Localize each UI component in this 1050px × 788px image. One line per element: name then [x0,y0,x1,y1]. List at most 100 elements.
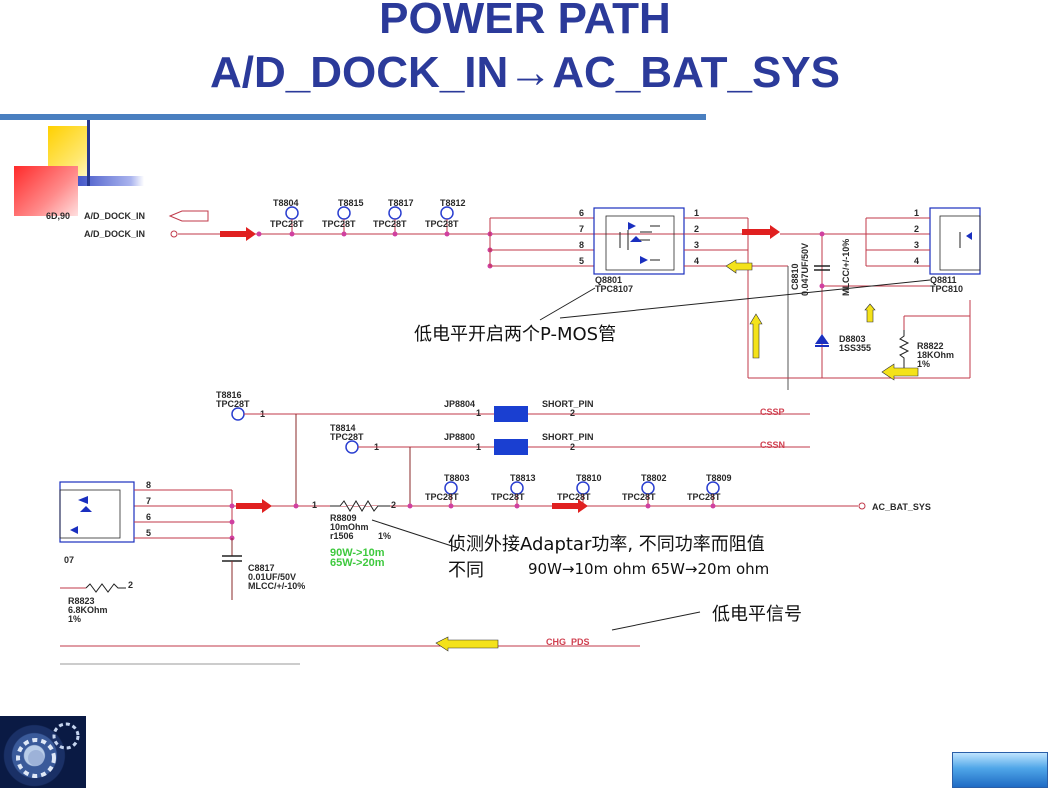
svg-text:T8803: T8803 [444,473,470,483]
arrow-red-dock-in [220,227,256,241]
green-note-90w: 90W->10m [330,547,385,559]
svg-text:TPC28T: TPC28T [373,219,407,229]
c8810-tol: MLCC/+/-10% [841,239,851,296]
svg-text:2: 2 [128,580,133,590]
jp8800-ref: JP8800 [444,432,475,442]
q8811-ref: Q8811 [930,275,957,285]
jp8804-ref: JP8804 [444,399,475,409]
svg-text:T8812: T8812 [440,198,466,208]
c8817-value: 0.01UF/50V [248,572,296,582]
t8816-pad [231,407,245,421]
arrow-red-mid [742,225,780,239]
r8823-ref: R8823 [68,596,95,606]
svg-text:T8817: T8817 [388,198,414,208]
svg-text:1: 1 [476,442,481,452]
net-label-ac-bat-sys: AC_BAT_SYS [872,502,931,512]
testpoint-t8813: T8813 TPC28T [491,473,536,506]
net-label-chg-pds: CHG_PDS [546,637,590,647]
diode-d8803 [815,334,829,347]
svg-text:T8804: T8804 [273,198,299,208]
c8817-tol: MLCC/+/-10% [248,581,305,591]
svg-text:1: 1 [914,208,919,218]
q8801-ref: Q8801 [595,275,622,285]
jp8800-part: SHORT_PIN [542,432,594,442]
arrow-red-bottom-1 [236,499,272,513]
t8814-pad [345,440,359,454]
net-label-cssn: CSSN [760,440,785,450]
testpoint-t8817: T8817 TPC28T [373,198,414,234]
svg-text:T8815: T8815 [338,198,364,208]
slide-title-line1: POWER PATH [379,0,671,43]
slide-title-line2: A/D_DOCK_IN→AC_BAT_SYS [210,48,840,97]
net-label-dock-in-1: A/D_DOCK_IN [84,211,145,221]
svg-text:2: 2 [914,224,919,234]
note-sense-values: 90W→10m ohm 65W→20m ohm [528,560,770,578]
r8822-value: 18KOhm [917,350,954,360]
mosfet-q8801 [593,207,685,275]
svg-text:T8810: T8810 [576,473,602,483]
q8801-pin: 7 [579,224,584,234]
svg-text:4: 4 [694,256,699,266]
svg-text:TPC28T: TPC28T [687,492,721,502]
testpoint-t8815: T8815 TPC28T [322,198,364,234]
note-pmos: 低电平开启两个P-MOS管 [414,324,617,345]
svg-text:TPC28T: TPC28T [270,219,304,229]
q8801-pin: 6 [579,208,584,218]
svg-text:T8802: T8802 [641,473,667,483]
r8823-value: 6.8KOhm [68,605,108,615]
note-low-signal: 低电平信号 [712,604,802,625]
svg-text:TPC28T: TPC28T [322,219,356,229]
t8816-ref: T8816 [216,390,242,400]
r8822-ref: R8822 [917,341,944,351]
svg-text:1: 1 [694,208,699,218]
arrow-yellow-gate [725,259,753,274]
c8817-ref: C8817 [248,563,275,573]
r8809-ref: R8809 [330,513,357,523]
t8814-part: TPC28T [330,432,364,442]
gear-icon [16,722,80,778]
svg-text:T8813: T8813 [510,473,536,483]
shortpin-jp8800 [494,439,528,455]
svg-text:8: 8 [146,480,151,490]
r8809-pkg: r1506 [330,531,354,541]
svg-text:2: 2 [570,408,575,418]
svg-text:T8809: T8809 [706,473,732,483]
d8803-ref: D8803 [839,334,866,344]
left-ref-07: 07 [64,555,74,565]
testpoint-t8802: T8802 TPC28T [622,473,667,506]
svg-text:3: 3 [694,240,699,250]
r8809-tol: 1% [378,531,391,541]
svg-text:TPC28T: TPC28T [491,492,525,502]
r8822-tol: 1% [917,359,930,369]
t8816-part: TPC28T [216,399,250,409]
offpage-connector [168,210,209,222]
c8810-value: 0.047UF/50V [800,243,810,296]
svg-text:6: 6 [146,512,151,522]
testpoint-t8804: T8804 TPC28T [270,198,304,234]
svg-text:1: 1 [476,408,481,418]
svg-text:7: 7 [146,496,151,506]
svg-text:3: 3 [914,240,919,250]
footer-banner-image [952,752,1048,788]
deco-vertical-bar [87,120,90,186]
arrow-yellow-chg-pds [435,636,499,652]
svg-text:5: 5 [146,528,151,538]
c8810-ref: C8810 [790,263,800,290]
deco-blue-bar [78,176,144,186]
net-terminal [858,502,866,510]
q8801-pin: 5 [579,256,584,266]
q8801-part: TPC8107 [595,284,633,294]
r8823-tol: 1% [68,614,81,624]
resistor-r8822 [898,330,910,370]
svg-text:TPC28T: TPC28T [557,492,591,502]
arrow-red-bottom-2 [552,499,588,513]
title-rule [0,114,706,120]
deco-red-square [14,166,78,216]
left-ref-label: 6D,90 [46,211,70,221]
t8814-ref: T8814 [330,423,356,433]
svg-text:1: 1 [312,500,317,510]
q8811-part: TPC810 [930,284,963,294]
svg-text:2: 2 [570,442,575,452]
resistor-r8823 [85,583,126,593]
